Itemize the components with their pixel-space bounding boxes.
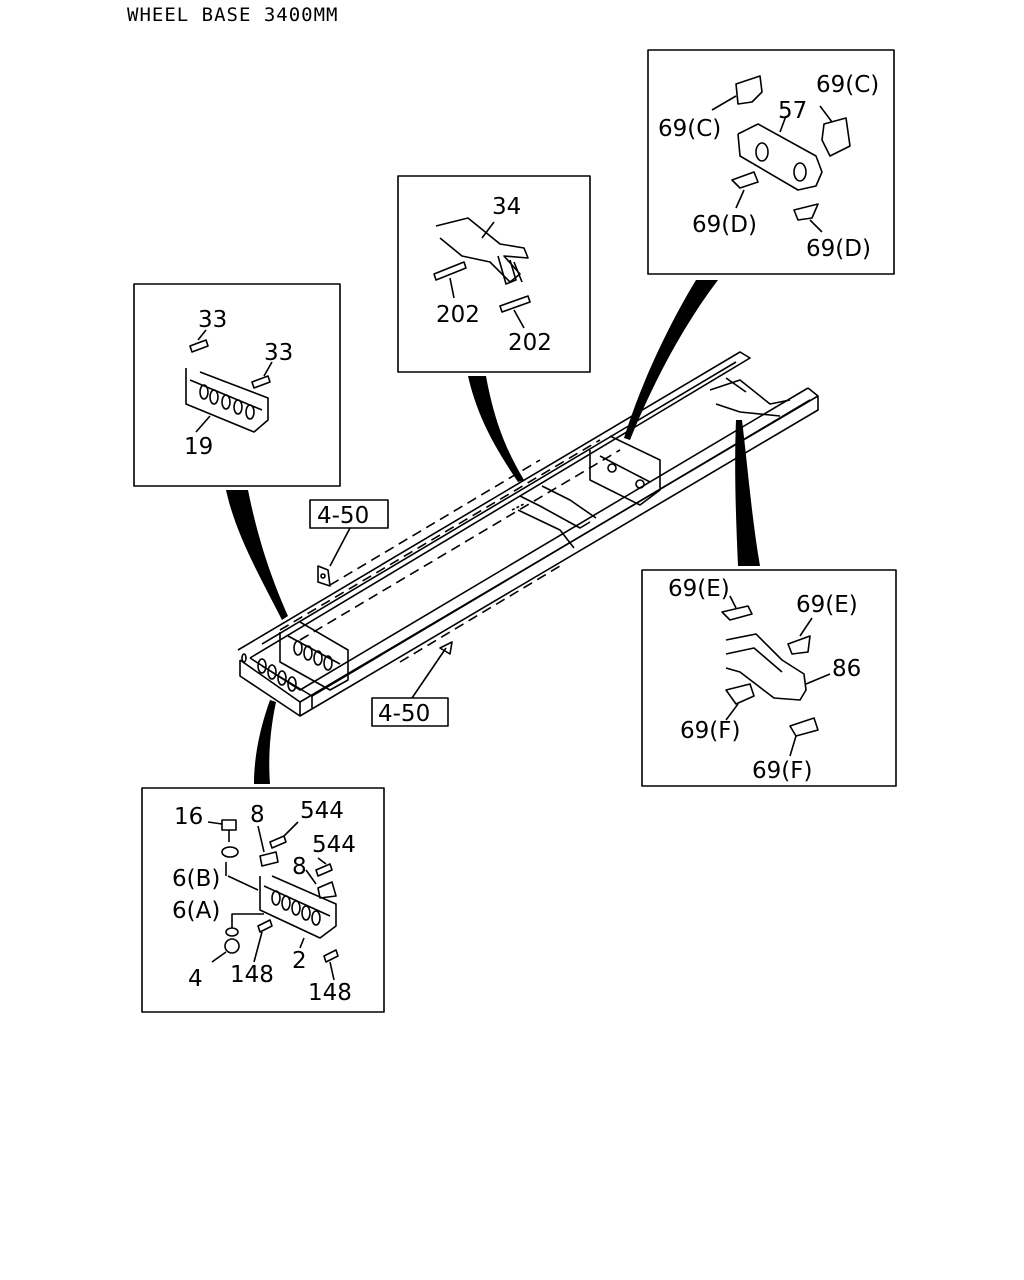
label-202-a: 202 — [436, 302, 480, 328]
part-2-crossmember — [259, 875, 337, 949]
part-544-shim-b — [315, 863, 333, 877]
part-69c-bracket-b — [821, 117, 851, 157]
part-69d-plate-b — [793, 203, 819, 221]
part-8-plate-a — [259, 851, 279, 867]
label-19: 19 — [184, 434, 213, 460]
part-86-crossmember — [725, 633, 831, 701]
leader-wedge-front — [735, 420, 760, 566]
leader-wedge-rear-end — [254, 700, 276, 784]
label-148-a: 148 — [230, 962, 274, 988]
label-6b: 6(B) — [172, 866, 220, 892]
part-69f-plate-a — [725, 683, 755, 705]
label-69e-a: 69(E) — [668, 576, 730, 602]
callout-box-rear-crossmember — [133, 283, 341, 487]
main-frame — [237, 351, 819, 717]
part-69e-plate-a — [721, 605, 753, 621]
label-34: 34 — [492, 194, 521, 220]
part-34-crossmember — [435, 217, 529, 285]
label-202-b: 202 — [508, 330, 552, 356]
label-69f-b: 69(F) — [752, 758, 812, 784]
label-544-a: 544 — [300, 798, 344, 824]
part-69f-plate-b — [789, 717, 819, 737]
ref-label-lower: 4-50 — [378, 701, 430, 727]
diagram-title: WHEEL BASE 3400MM — [127, 4, 339, 26]
part-6a-washer — [225, 927, 239, 937]
ref-label-upper: 4-50 — [317, 503, 369, 529]
part-6b-washer — [221, 846, 239, 858]
label-33-b: 33 — [264, 340, 293, 366]
label-57: 57 — [778, 98, 807, 124]
part-19-crossmember — [185, 368, 269, 433]
part-544-shim-a — [269, 835, 287, 849]
label-69c-a: 69(C) — [658, 116, 721, 142]
part-33-plate-a — [189, 339, 209, 353]
label-8-a: 8 — [250, 802, 265, 828]
label-4: 4 — [188, 966, 203, 992]
part-148-shim-b — [323, 949, 339, 963]
part-57-crossmember — [737, 115, 823, 191]
label-69c-b: 69(C) — [816, 72, 879, 98]
part-8-plate-b — [317, 881, 337, 899]
part-69e-plate-b — [787, 635, 811, 655]
part-33-plate-b — [251, 375, 271, 389]
callout-box-center-crossmember — [397, 175, 591, 373]
label-148-b: 148 — [308, 980, 352, 1006]
callout-box-rear-end-crossmember — [141, 787, 385, 1013]
leader-wedge-rear — [226, 490, 288, 620]
part-69d-plate-a — [731, 171, 759, 189]
ref-box-lower — [371, 697, 449, 727]
label-544-b: 544 — [312, 832, 356, 858]
label-33-a: 33 — [198, 307, 227, 333]
label-69d-b: 69(D) — [806, 236, 871, 262]
part-69c-bracket-a — [735, 75, 763, 105]
label-16: 16 — [174, 804, 203, 830]
label-8-b: 8 — [292, 854, 307, 880]
part-202-plate-b — [499, 295, 531, 313]
leader-wedge-center — [468, 376, 524, 482]
part-148-shim-a — [257, 919, 273, 933]
label-69d-a: 69(D) — [692, 212, 757, 238]
part-16-bolt — [207, 819, 237, 842]
label-2: 2 — [292, 948, 307, 974]
part-202-plate-a — [433, 261, 467, 281]
label-69e-b: 69(E) — [796, 592, 858, 618]
label-69f-a: 69(F) — [680, 718, 740, 744]
leader-wedge-mid — [624, 280, 718, 440]
part-4-nut — [224, 938, 240, 954]
label-86: 86 — [832, 656, 861, 682]
label-6a: 6(A) — [172, 898, 220, 924]
ref-box-upper — [309, 499, 389, 529]
callout-box-front-crossmember — [641, 569, 897, 787]
callout-box-mid-crossmember — [647, 49, 895, 275]
